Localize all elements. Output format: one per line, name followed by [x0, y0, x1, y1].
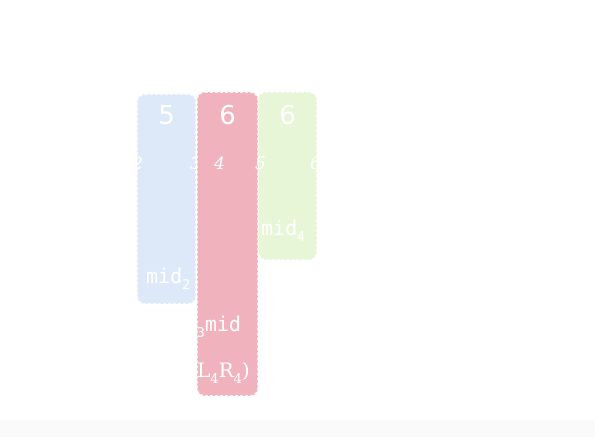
column-2-label-lr: L4R4) [197, 358, 250, 387]
column-2-label-l: L [197, 358, 211, 382]
column-2-label-r: R [218, 358, 234, 382]
column-1-label: mid2 [146, 264, 190, 293]
column-1-label-sub: 2 [182, 278, 190, 293]
column-3-label: mid4 [261, 216, 305, 245]
bottom-band [0, 420, 595, 437]
column-2-left-index: 4 [214, 154, 225, 174]
column-1-left-index: 2 [132, 154, 143, 174]
column-1: 5 [137, 94, 196, 304]
column-2-label-close: ) [241, 358, 250, 382]
column-2-number: 6 [219, 101, 236, 131]
column-2: 6 [197, 92, 258, 396]
column-3: 6 [258, 92, 317, 260]
column-1-number: 5 [158, 101, 175, 131]
column-2-label-l-sub: 4 [210, 372, 219, 387]
column-2-label-r-sub: 4 [233, 372, 242, 387]
column-3-label-sub: 4 [297, 230, 305, 245]
column-3-left-index: 5 [255, 154, 266, 174]
column-2-label-mid-pre: 3 [197, 326, 205, 341]
column-3-number: 6 [279, 101, 296, 131]
column-3-right-index: 6 [310, 154, 321, 174]
column-1-right-index: 3 [190, 154, 201, 174]
column-2-label-mid-text: mid [204, 312, 241, 336]
column-3-label-text: mid [261, 216, 298, 240]
column-2-label-mid: 3mid [197, 312, 241, 341]
column-1-label-text: mid [146, 264, 183, 288]
